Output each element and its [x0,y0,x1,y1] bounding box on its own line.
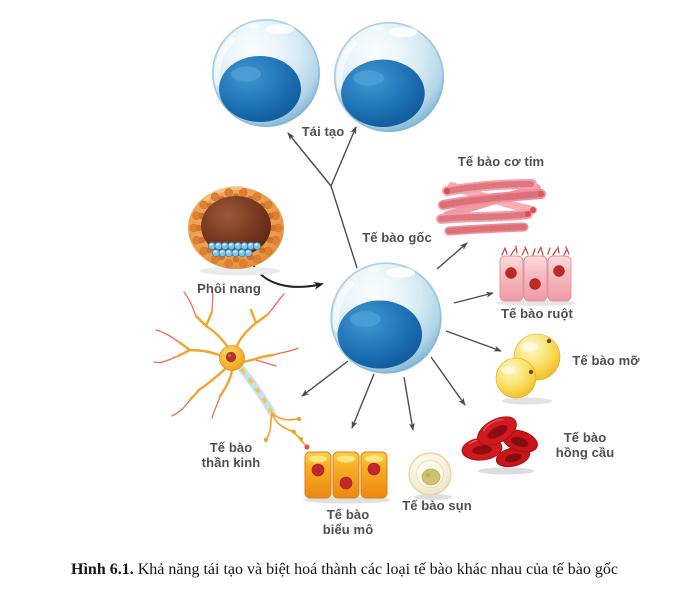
red-blood-cells-illustration [461,416,538,475]
label-epithelial-cell: Tế bào biểu mô [322,507,374,537]
label-fat-cell: Tế bào mỡ [572,353,640,368]
arrow-to-intestinal [453,291,494,304]
label-stem-cell: Tế bào gốc [362,230,432,245]
cartilage-cell-illustration [408,452,452,500]
blastocyst-illustration [188,185,284,276]
figure-caption-text: Khả năng tái tạo và biệt hoá thành các l… [133,561,618,578]
daughter-stem-cell-right-illustration [334,22,444,132]
arrow-to-rbc [430,356,466,406]
label-cartilage-cell: Tế bào sụn [402,498,472,513]
arrow-regeneration-left [287,132,332,187]
cardiac-muscle-illustration [436,179,546,236]
daughter-stem-cell-left-illustration [212,19,320,127]
arrow-regeneration-stem [330,185,358,269]
arrow-to-cardiac [436,242,468,270]
fat-cells-illustration [495,333,561,405]
stem-cell-illustration [330,262,441,373]
label-blastocyst: Phôi nang [197,281,261,296]
figure-caption-number: Hình 6.1. [71,561,134,578]
figure-caption: Hình 6.1. Khả năng tái tạo và biệt hoá t… [0,561,689,579]
label-intestinal-cell: Tế bào ruột [501,306,573,321]
arrow-to-cartilage [403,376,415,431]
label-nerve-cell: Tế bào thần kinh [201,440,261,470]
neuron-illustration [153,287,310,450]
label-regeneration: Tái tạo [301,124,345,139]
arrow-to-epithelial [351,373,375,429]
arrow-to-neuron [301,360,349,397]
label-cardiac-muscle-cell: Tế bào cơ tim [457,154,545,169]
arrow-to-fat [445,330,502,352]
arrow-regeneration-right [330,126,357,187]
epithelial-cells-illustration [303,451,391,504]
intestinal-cells-illustration [496,245,576,306]
label-red-blood-cell: Tế bào hồng cầu [555,430,615,460]
